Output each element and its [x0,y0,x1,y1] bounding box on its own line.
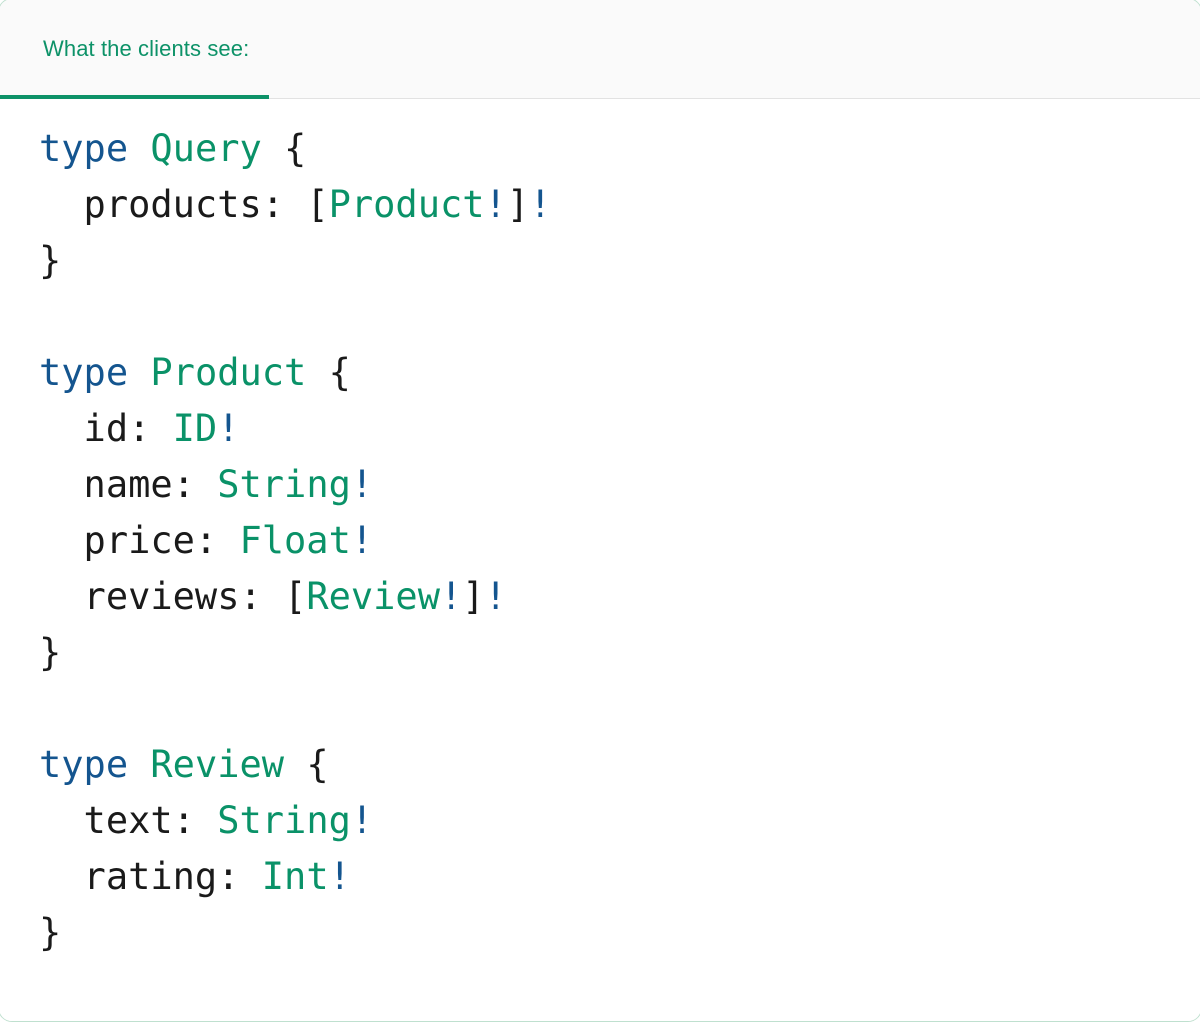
code-line [39,681,1200,737]
code-line: } [39,905,1200,961]
code-token-bang: ! [328,855,351,898]
code-token-field: id: [39,407,173,450]
code-token-kw: type [39,351,129,394]
code-token-type: Int [261,855,329,898]
code-token-kw: type [39,127,129,170]
code-token-type: String [217,799,351,842]
code-token-bang: ! [439,575,463,618]
code-line: } [39,625,1200,681]
code-token-type: Query [150,127,262,170]
code-token-field: products: [39,183,307,226]
code-token-bang: ! [484,575,507,618]
code-line: type Review { [39,737,1200,793]
code-viewer[interactable]: type Query { products: [Product!]!} type… [0,99,1200,1021]
code-token-bang: ! [350,463,374,506]
code-token-punc: ] [506,183,530,226]
code-token-bang: ! [350,519,374,562]
code-token-punc: } [39,239,62,282]
code-token-field: price: [39,519,240,562]
code-token-type: Product [328,183,485,226]
code-token-bang: ! [217,407,240,450]
code-token-punc [128,127,150,170]
code-line: rating: Int! [39,849,1200,905]
graphql-schema-code: type Query { products: [Product!]!} type… [0,121,1200,961]
code-line: type Product { [39,345,1200,401]
code-line: reviews: [Review!]! [39,569,1200,625]
code-token-type: Product [150,351,307,394]
code-line: } [39,233,1200,289]
code-token-punc: } [39,911,62,954]
code-token-type: String [217,463,351,506]
code-token-kw: type [39,743,129,786]
code-line: text: String! [39,793,1200,849]
tab-bar: What the clients see: [0,0,1200,99]
code-token-bang: ! [350,799,374,842]
tab-what-the-clients-see[interactable]: What the clients see: [0,0,270,99]
code-token-field: text: [39,799,218,842]
code-token-punc: { [284,743,329,786]
code-line: type Query { [39,121,1200,177]
code-token-punc: { [306,351,351,394]
code-line: products: [Product!]! [39,177,1200,233]
code-token-type: Review [306,575,440,618]
code-line: id: ID! [39,401,1200,457]
tab-active-underline [0,95,270,99]
code-token-punc: [ [306,183,329,226]
code-token-bang: ! [484,183,507,226]
code-line: price: Float! [39,513,1200,569]
code-token-type: ID [172,407,218,450]
code-token-field: name: [39,463,218,506]
tab-label: What the clients see: [43,35,250,61]
code-token-punc: { [261,127,307,170]
code-token-punc: ] [462,575,485,618]
code-token-field: rating: [39,855,262,898]
code-line [39,289,1200,345]
code-token-punc: } [39,631,62,674]
code-line: name: String! [39,457,1200,513]
code-token-punc [128,351,150,394]
code-token-field: reviews: [39,575,285,618]
code-token-bang: ! [529,183,552,226]
code-token-type: Float [239,519,351,562]
code-token-punc [128,743,150,786]
code-token-punc: [ [284,575,307,618]
code-token-type: Review [150,743,285,786]
